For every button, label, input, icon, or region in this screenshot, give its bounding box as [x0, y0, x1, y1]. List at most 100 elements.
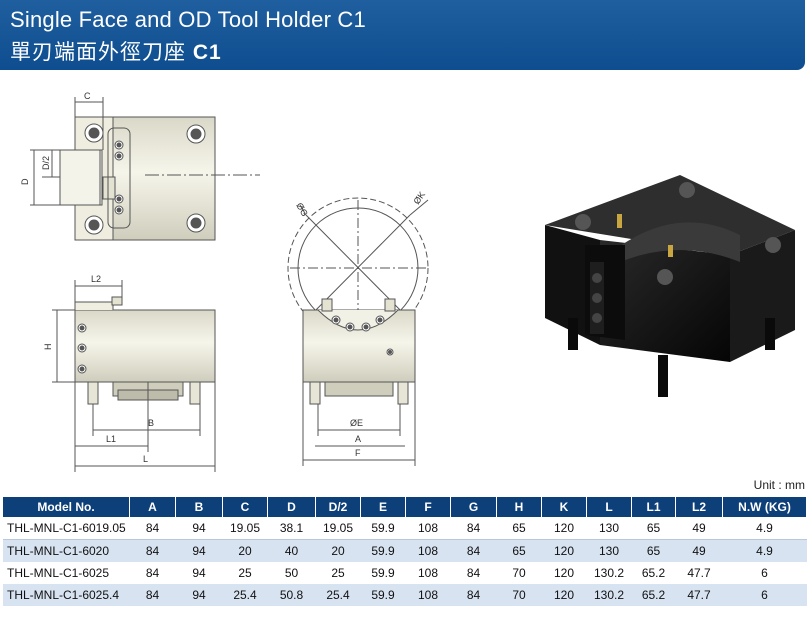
dim-label-a: A	[355, 434, 361, 444]
dim-label-d2: D/2	[41, 156, 51, 170]
table-row: THL-MNL-C1-6025 84 94 25 50 25 59.9 108 …	[3, 562, 807, 584]
header-l2: L2	[675, 497, 723, 517]
cell-f: 108	[405, 539, 451, 562]
cell-d: 40	[267, 539, 316, 562]
header-g: G	[450, 497, 497, 517]
cell-d2: 25	[315, 562, 361, 584]
table-header-row: Model No. A B C D D/2 E F G H K L L1 L2 …	[3, 497, 807, 517]
table-row: THL-MNL-C1-6025.4 84 94 25.4 50.8 25.4 5…	[3, 584, 807, 606]
header-b: B	[175, 497, 223, 517]
cell-h: 70	[496, 584, 542, 606]
technical-drawing: C D D/2 L2 H B L1 L	[20, 91, 795, 472]
cell-f: 108	[405, 517, 451, 540]
dim-label-b: B	[148, 418, 154, 428]
cell-l1: 65.2	[631, 584, 676, 606]
cell-a: 84	[129, 517, 176, 540]
cell-c: 25.4	[222, 584, 268, 606]
cell-a: 84	[129, 584, 176, 606]
cell-b: 94	[175, 562, 223, 584]
header-model: Model No.	[3, 497, 130, 517]
cell-d: 38.1	[267, 517, 316, 540]
cell-l2: 49	[675, 517, 723, 540]
dim-label-l1: L1	[106, 434, 116, 444]
cell-f: 108	[405, 584, 451, 606]
cell-l1: 65	[631, 517, 676, 540]
cell-f: 108	[405, 562, 451, 584]
cell-nw: 6	[722, 584, 807, 606]
cell-l: 130	[586, 539, 632, 562]
cell-l1: 65.2	[631, 562, 676, 584]
cell-e: 59.9	[360, 539, 406, 562]
cell-nw: 6	[722, 562, 807, 584]
cell-l: 130.2	[586, 584, 632, 606]
cell-e: 59.9	[360, 517, 406, 540]
cell-c: 25	[222, 562, 268, 584]
cell-nw: 4.9	[722, 517, 807, 540]
cell-l2: 47.7	[675, 584, 723, 606]
cell-l2: 49	[675, 539, 723, 562]
cell-h: 70	[496, 562, 542, 584]
cell-g: 84	[450, 539, 497, 562]
cell-h: 65	[496, 539, 542, 562]
cell-c: 19.05	[222, 517, 268, 540]
title-chinese-code: C1	[192, 41, 222, 64]
title-banner: Single Face and OD Tool Holder C1 單刃端面外徑…	[0, 0, 805, 70]
dim-label-c: C	[84, 91, 91, 101]
cell-model: THL-MNL-C1-6020	[3, 539, 130, 562]
unit-label: Unit : mm	[753, 478, 805, 492]
cell-k: 120	[541, 517, 587, 540]
top-view	[30, 97, 260, 241]
product-image	[545, 175, 795, 397]
cell-g: 84	[450, 562, 497, 584]
title-english: Single Face and OD Tool Holder C1	[10, 7, 366, 32]
cell-b: 94	[175, 517, 223, 540]
cell-nw: 4.9	[722, 539, 807, 562]
title-chinese: 單刃端面外徑刀座 C1	[10, 36, 222, 66]
cell-model: THL-MNL-C1-6025	[3, 562, 130, 584]
cell-a: 84	[129, 539, 176, 562]
dim-label-oe: ØE	[350, 418, 363, 428]
dim-label-l2: L2	[91, 274, 101, 284]
cell-l2: 47.7	[675, 562, 723, 584]
cell-k: 120	[541, 584, 587, 606]
header-l1: L1	[631, 497, 676, 517]
table-row: THL-MNL-C1-6019.05 84 94 19.05 38.1 19.0…	[3, 517, 807, 540]
cell-b: 94	[175, 584, 223, 606]
cell-d: 50.8	[267, 584, 316, 606]
cell-l: 130.2	[586, 562, 632, 584]
end-view	[287, 197, 429, 466]
header-h: H	[496, 497, 542, 517]
dim-label-l: L	[143, 454, 148, 464]
front-view	[52, 280, 216, 472]
cell-l1: 65	[631, 539, 676, 562]
header-a: A	[129, 497, 176, 517]
spec-table: Model No. A B C D D/2 E F G H K L L1 L2 …	[3, 497, 807, 606]
cell-a: 84	[129, 562, 176, 584]
cell-k: 120	[541, 539, 587, 562]
cell-model: THL-MNL-C1-6019.05	[3, 517, 130, 540]
header-f: F	[405, 497, 451, 517]
title-chinese-text: 單刃端面外徑刀座	[10, 41, 186, 64]
cell-d2: 19.05	[315, 517, 361, 540]
cell-d: 50	[267, 562, 316, 584]
cell-h: 65	[496, 517, 542, 540]
cell-b: 94	[175, 539, 223, 562]
dim-label-ok: ØK	[411, 190, 427, 206]
cell-d2: 25.4	[315, 584, 361, 606]
cell-g: 84	[450, 517, 497, 540]
header-k: K	[541, 497, 587, 517]
cell-e: 59.9	[360, 584, 406, 606]
cell-c: 20	[222, 539, 268, 562]
cell-l: 130	[586, 517, 632, 540]
header-d: D	[267, 497, 316, 517]
dim-label-f: F	[355, 448, 361, 458]
dim-label-h: H	[43, 344, 53, 351]
header-d2: D/2	[315, 497, 361, 517]
header-e: E	[360, 497, 406, 517]
dim-label-og: ØG	[294, 201, 310, 218]
cell-model: THL-MNL-C1-6025.4	[3, 584, 130, 606]
dim-label-d: D	[20, 178, 30, 185]
header-l: L	[586, 497, 632, 517]
cell-g: 84	[450, 584, 497, 606]
cell-e: 59.9	[360, 562, 406, 584]
